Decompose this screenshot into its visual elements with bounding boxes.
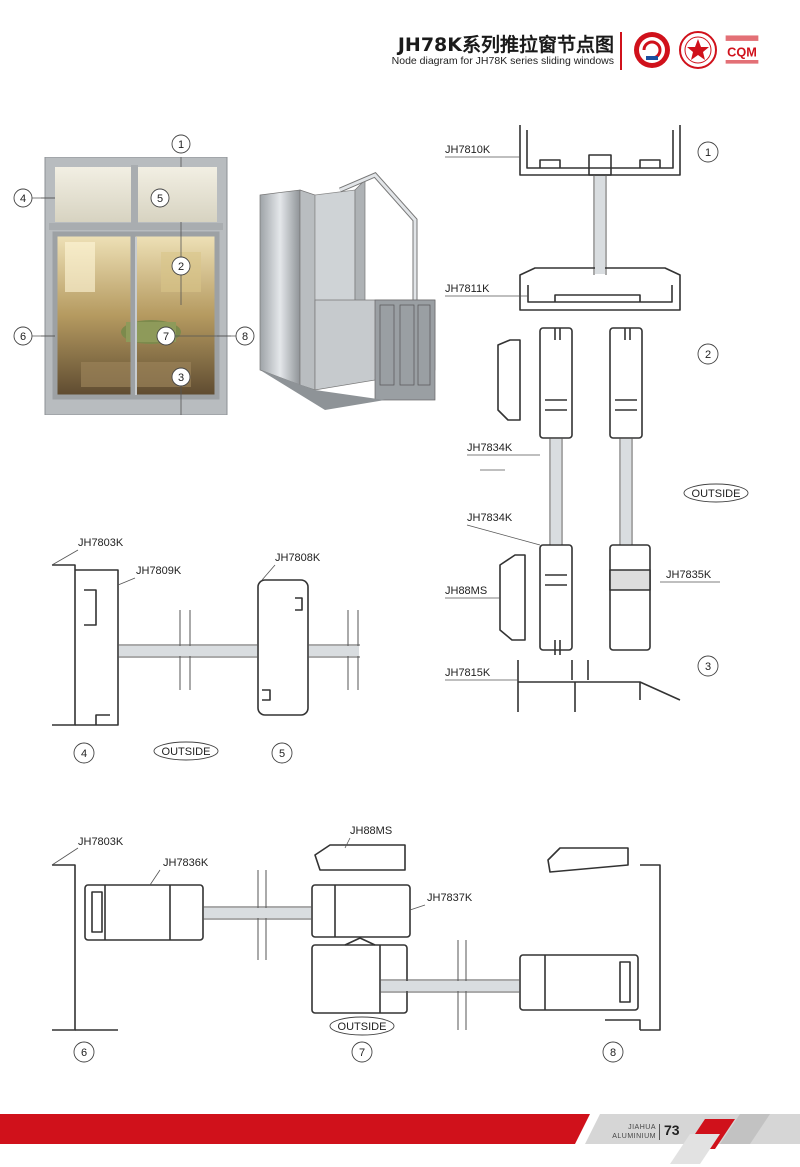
profile-jh7834k-upper-right <box>609 327 643 439</box>
profile-jh7810k <box>519 125 681 176</box>
certification-logo-3-icon: CQM <box>725 35 759 64</box>
brand-name-line1: JIAHUA <box>628 1124 656 1131</box>
brand-name-line2: ALUMINIUM <box>612 1133 656 1140</box>
cert-cqm-text: CQM <box>727 44 757 59</box>
profile-jh7803k-6 <box>52 864 118 1031</box>
label-jh88ms-1: JH88MS <box>445 585 487 597</box>
callout-7-label: 7 <box>163 331 169 343</box>
callout-6-label: 6 <box>20 331 26 343</box>
callout-3-label: 3 <box>178 372 184 384</box>
node-number-6 <box>73 1041 95 1063</box>
node-number-1 <box>697 141 719 163</box>
node-number-7-text: 7 <box>359 1047 365 1059</box>
label-jh7837k: JH7837K <box>427 892 473 904</box>
label-jh7834k-2: JH7834K <box>467 512 513 524</box>
page-number: 73 <box>664 1122 680 1138</box>
label-jh7815k: JH7815K <box>445 667 491 679</box>
node-number-7 <box>351 1041 373 1063</box>
label-jh7803k-1: JH7803K <box>78 537 124 549</box>
callout-5-label: 5 <box>157 193 163 205</box>
callout-2 <box>171 256 191 276</box>
node-diagrams: JH7810K JH7811K JH7834K JH7834K JH88MS J… <box>51 125 749 1063</box>
label-jh7835k: JH7835K <box>666 569 712 581</box>
node-number-3 <box>697 655 719 677</box>
callout-1 <box>171 134 191 154</box>
window-photo <box>41 157 231 415</box>
callout-1-label: 1 <box>178 139 184 151</box>
outside-label-3: OUTSIDE <box>338 1021 387 1033</box>
label-jh7809k: JH7809K <box>136 565 182 577</box>
profile-jh7834k-upper-left <box>539 327 573 439</box>
profile-jh7803k-left <box>52 564 119 726</box>
profile-side-hook-upper <box>497 339 521 421</box>
node-number-5 <box>271 742 293 764</box>
photo-callouts: 1 2 3 4 5 6 7 8 <box>13 134 255 387</box>
label-jh7810k: JH7810K <box>445 144 491 156</box>
footer-bar <box>0 1114 800 1164</box>
node-number-4 <box>73 742 95 764</box>
callout-4-label: 4 <box>20 193 26 205</box>
node-number-2 <box>697 343 719 365</box>
node-number-8-text: 8 <box>610 1047 616 1059</box>
outside-marker-1 <box>683 483 749 503</box>
callout-2-label: 2 <box>178 261 184 273</box>
profile-jh7835k <box>609 544 651 651</box>
profile-jh7834k-lower <box>539 544 573 655</box>
node-number-5-text: 5 <box>279 748 285 760</box>
label-jh7811k: JH7811K <box>445 283 490 295</box>
profile-node8-frame <box>519 847 661 1031</box>
profile-jh88ms-7 <box>314 844 406 871</box>
profile-jh7808k <box>257 579 309 716</box>
outside-marker-3 <box>329 1016 395 1036</box>
outside-label-1: OUTSIDE <box>692 488 741 500</box>
node-number-1-text: 1 <box>705 147 711 159</box>
callout-5 <box>150 188 170 208</box>
label-jh7834k-1: JH7834K <box>467 442 513 454</box>
node-number-3-text: 3 <box>705 661 711 673</box>
profile-jh7837k <box>311 884 411 1014</box>
profile-jh7815k <box>517 660 681 712</box>
certification-logo-2-icon <box>679 31 717 69</box>
page-subtitle: Node diagram for JH78K series sliding wi… <box>391 55 614 67</box>
label-jh7836k: JH7836K <box>163 857 209 869</box>
label-jh88ms-2: JH88MS <box>350 825 392 837</box>
callout-8-label: 8 <box>242 331 248 343</box>
profile-jh7836k <box>84 884 204 941</box>
profile-3d-section <box>259 171 436 410</box>
page-title: JH78K系列推拉窗节点图 <box>397 34 614 56</box>
node-number-2-text: 2 <box>705 349 711 361</box>
profile-jh88ms-upper <box>499 554 526 641</box>
outside-marker-2 <box>153 741 219 761</box>
callout-3 <box>171 367 191 387</box>
node-number-4-text: 4 <box>81 748 87 760</box>
profile-jh7811k <box>519 267 681 311</box>
outside-label-2: OUTSIDE <box>162 746 211 758</box>
page-number-divider <box>659 1124 660 1140</box>
certification-logo-1-icon <box>634 32 670 68</box>
label-jh7803k-2: JH7803K <box>78 836 124 848</box>
header-divider <box>620 32 622 70</box>
label-jh7808k: JH7808K <box>275 552 321 564</box>
node-number-8 <box>602 1041 624 1063</box>
node-number-6-text: 6 <box>81 1047 87 1059</box>
